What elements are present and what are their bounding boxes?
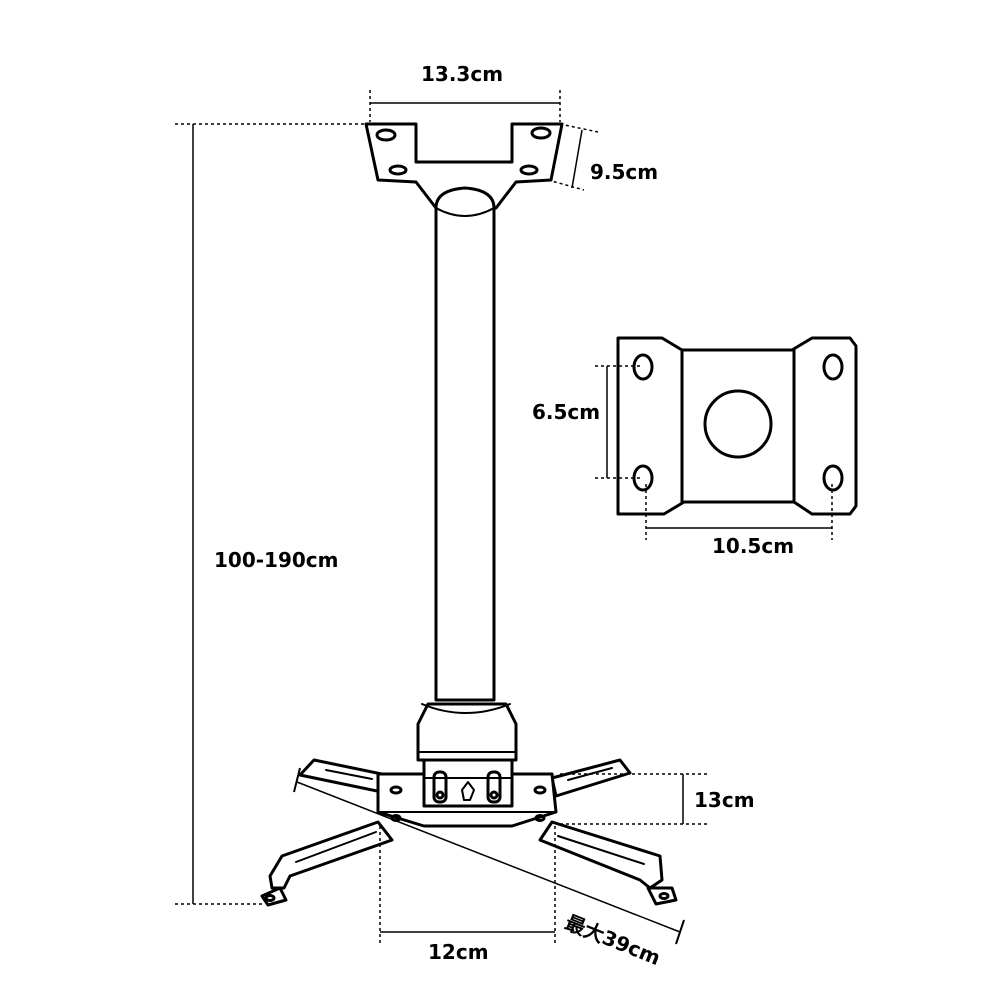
projector-bracket (260, 758, 678, 907)
slot-left (432, 770, 448, 804)
label-top-depth: 9.5cm (590, 160, 659, 184)
ceiling-bracket (364, 122, 564, 210)
mount-plate-detail (616, 336, 858, 516)
slot-right (486, 770, 502, 804)
label-plate-hole-spacing-h: 10.5cm (712, 534, 795, 558)
plate-hole-tr (822, 353, 844, 381)
arm-back-right (550, 758, 632, 798)
pole-collar (416, 702, 518, 762)
bracket-hole-bl (388, 164, 408, 176)
label-bottom-width: 12cm (428, 940, 489, 964)
bracket-hole-tr (530, 126, 552, 140)
extension-pole (434, 186, 496, 702)
plate-hole-br (822, 464, 844, 492)
label-top-width: 13.3cm (421, 62, 504, 86)
tilt-knob (461, 781, 475, 801)
label-plate-hole-spacing-v: 6.5cm (532, 400, 601, 424)
bracket-hole-tl (375, 128, 397, 142)
label-height-range: 100-190cm (214, 548, 339, 572)
plate-center-hole (703, 389, 773, 459)
arm-front-right (538, 820, 664, 890)
plate-hole-tl (632, 353, 654, 381)
dimension-lines (175, 90, 833, 945)
bracket-hole-br (519, 164, 539, 176)
label-bottom-bracket-height: 13cm (694, 788, 755, 812)
